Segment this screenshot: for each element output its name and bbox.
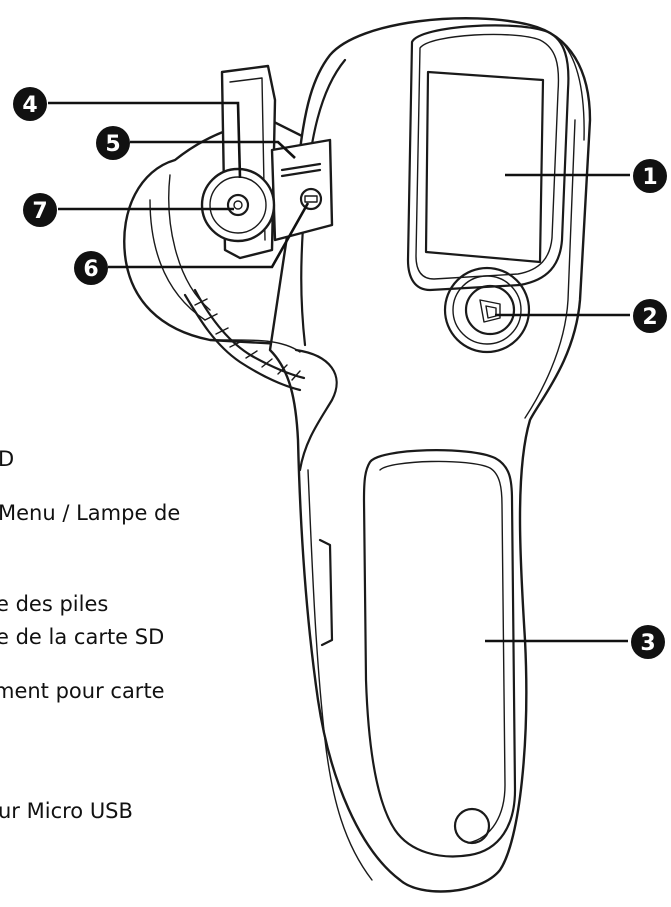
legend-line-2: Menu / Lampe de xyxy=(0,501,180,525)
svg-text:4: 4 xyxy=(22,93,37,118)
svg-text:6: 6 xyxy=(83,257,98,282)
svg-text:7: 7 xyxy=(32,199,47,224)
callout-4: 4 xyxy=(13,87,47,121)
callout-1: 1 xyxy=(633,159,667,193)
callout-5: 5 xyxy=(96,126,130,160)
leader-4 xyxy=(48,101,242,179)
legend: D Menu / Lampe de e des piles e de la ca… xyxy=(0,447,180,823)
leader-6 xyxy=(108,202,310,269)
wrist-strap xyxy=(183,288,306,392)
callout-2: 2 xyxy=(633,299,667,333)
svg-text:1: 1 xyxy=(642,165,657,190)
svg-text:3: 3 xyxy=(640,631,655,656)
legend-line-3: e des piles xyxy=(0,592,108,616)
legend-line-6: ur Micro USB xyxy=(0,799,133,823)
screen xyxy=(424,70,545,264)
callout-3: 3 xyxy=(631,625,665,659)
device-illustration xyxy=(123,17,592,893)
callout-7: 7 xyxy=(23,193,57,227)
tripod-socket xyxy=(200,167,276,243)
micro-usb-port xyxy=(299,187,323,211)
legend-line-1: D xyxy=(0,447,14,471)
leader-5 xyxy=(130,140,296,159)
svg-text:2: 2 xyxy=(642,305,657,330)
legend-line-5: ment pour carte xyxy=(0,679,165,703)
legend-line-4: e de la carte SD xyxy=(0,625,164,649)
svg-text:5: 5 xyxy=(105,132,120,157)
device-body xyxy=(268,17,592,893)
grip-panel xyxy=(362,449,517,858)
strap-hole xyxy=(453,807,491,845)
leader-lines xyxy=(48,101,630,643)
screen-bezel xyxy=(406,24,570,292)
sd-card-slot-panel xyxy=(270,138,334,242)
callout-6: 6 xyxy=(74,251,108,285)
